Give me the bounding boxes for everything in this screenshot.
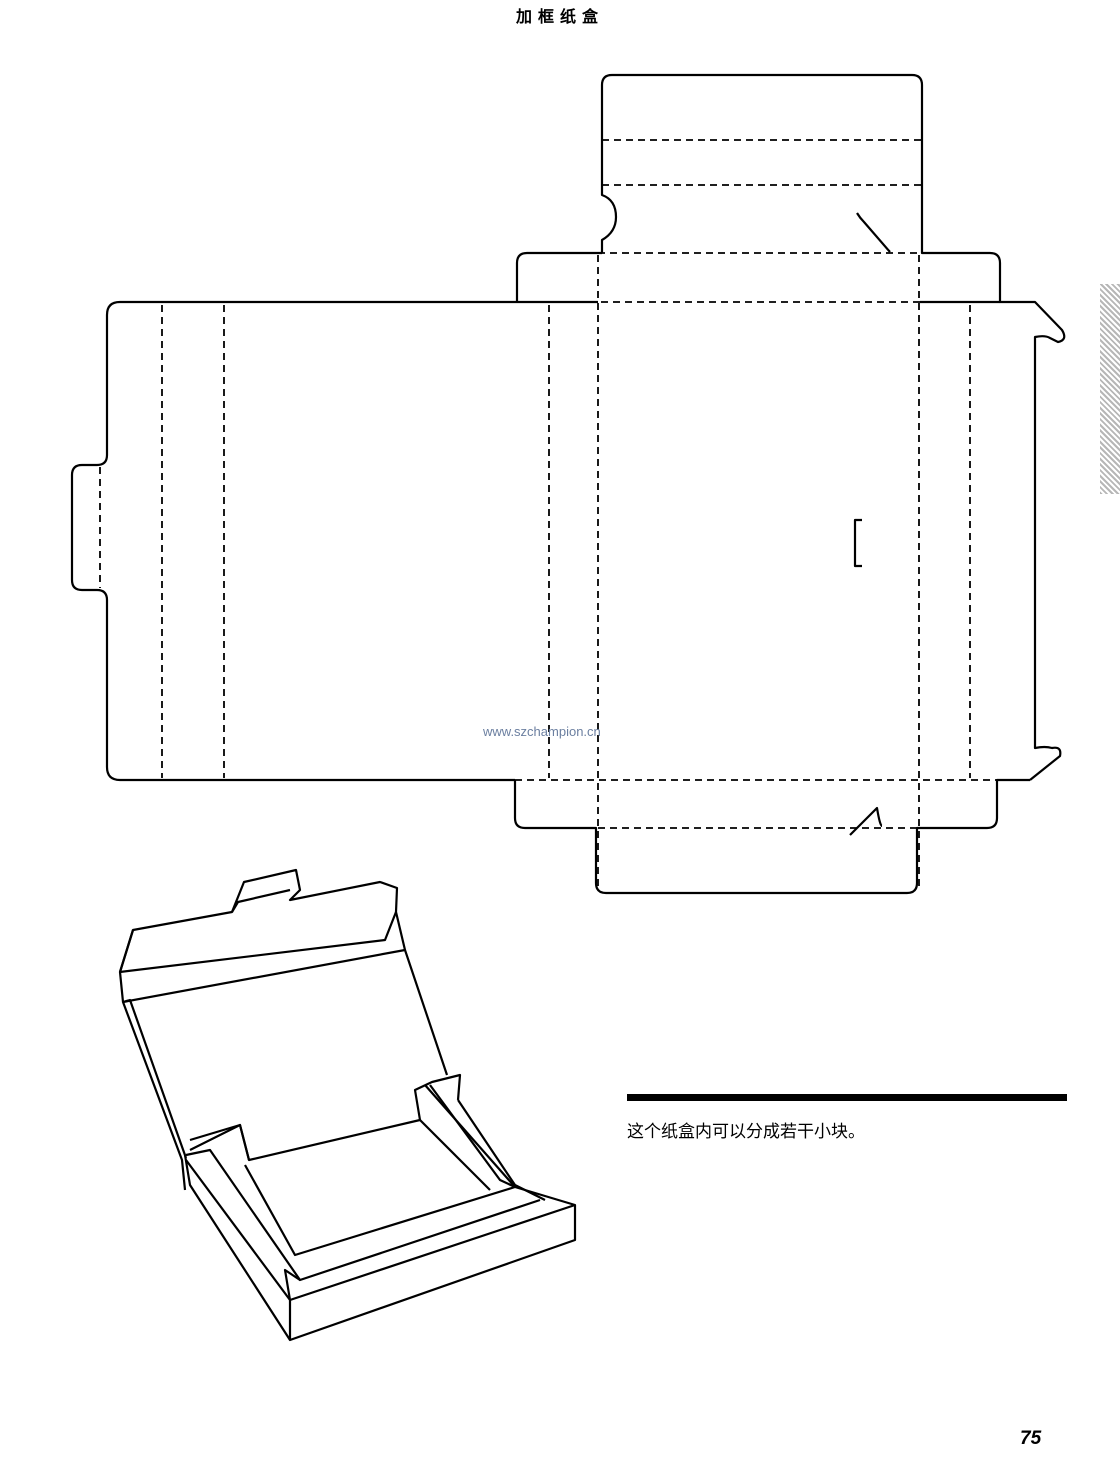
scan-edge-artifact xyxy=(1100,284,1120,494)
top-side-flap-outline xyxy=(515,251,602,302)
fold-lines xyxy=(99,139,1000,890)
bottom-flap-outline xyxy=(513,778,1030,895)
flat-dieline xyxy=(70,73,1066,895)
assembled-box-illustration xyxy=(118,868,577,1342)
dieline-outline xyxy=(70,300,598,782)
slit xyxy=(849,806,883,836)
page-number: 75 xyxy=(1020,1428,1042,1449)
top-flap-outline xyxy=(600,73,1066,781)
page-title: 加框纸盒 xyxy=(515,7,604,26)
slit xyxy=(856,212,891,253)
slot-bracket xyxy=(853,518,862,568)
caption: 这个纸盒内可以分成若干小块。 xyxy=(627,1122,865,1142)
watermark: www.szchampion.cn xyxy=(483,724,601,739)
caption-rule xyxy=(627,1094,1067,1101)
